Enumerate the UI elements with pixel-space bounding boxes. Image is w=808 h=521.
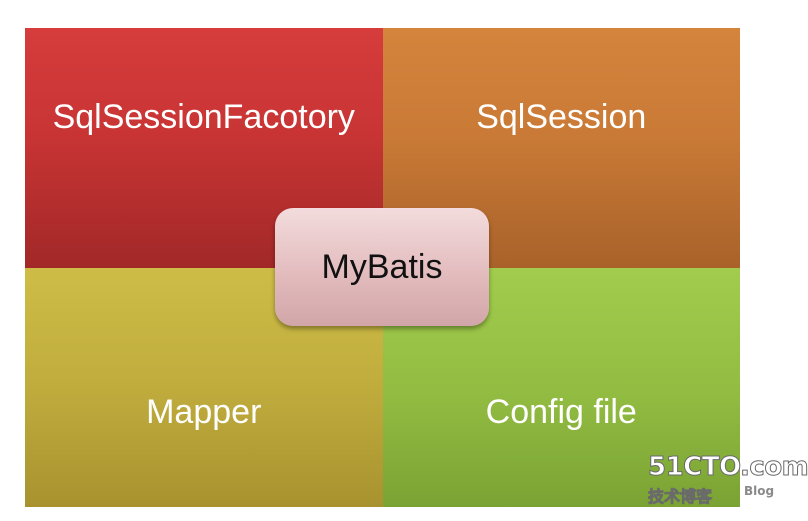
quadrant-label-sqlsessionfactory: SqlSessionFacotory [52, 98, 355, 136]
center-label: MyBatis [321, 247, 443, 286]
watermark-subtitle: 技术博客 [648, 487, 713, 507]
quadrant-top-left: SqlSessionFacotory [25, 28, 383, 268]
center-node-mybatis: MyBatis [275, 208, 489, 326]
watermark-brand: 51CTO.com [647, 452, 808, 483]
watermark-blog-tag: Blog [744, 484, 775, 498]
watermark-logo: 51CTO.com 技术博客 Blog [647, 452, 808, 512]
quadrant-bottom-left: Mapper [25, 267, 383, 507]
quadrant-label-sqlsession: SqlSession [476, 98, 647, 136]
quadrant-label-config-file: Config file [485, 393, 637, 431]
quadrant-label-mapper: Mapper [146, 393, 262, 431]
